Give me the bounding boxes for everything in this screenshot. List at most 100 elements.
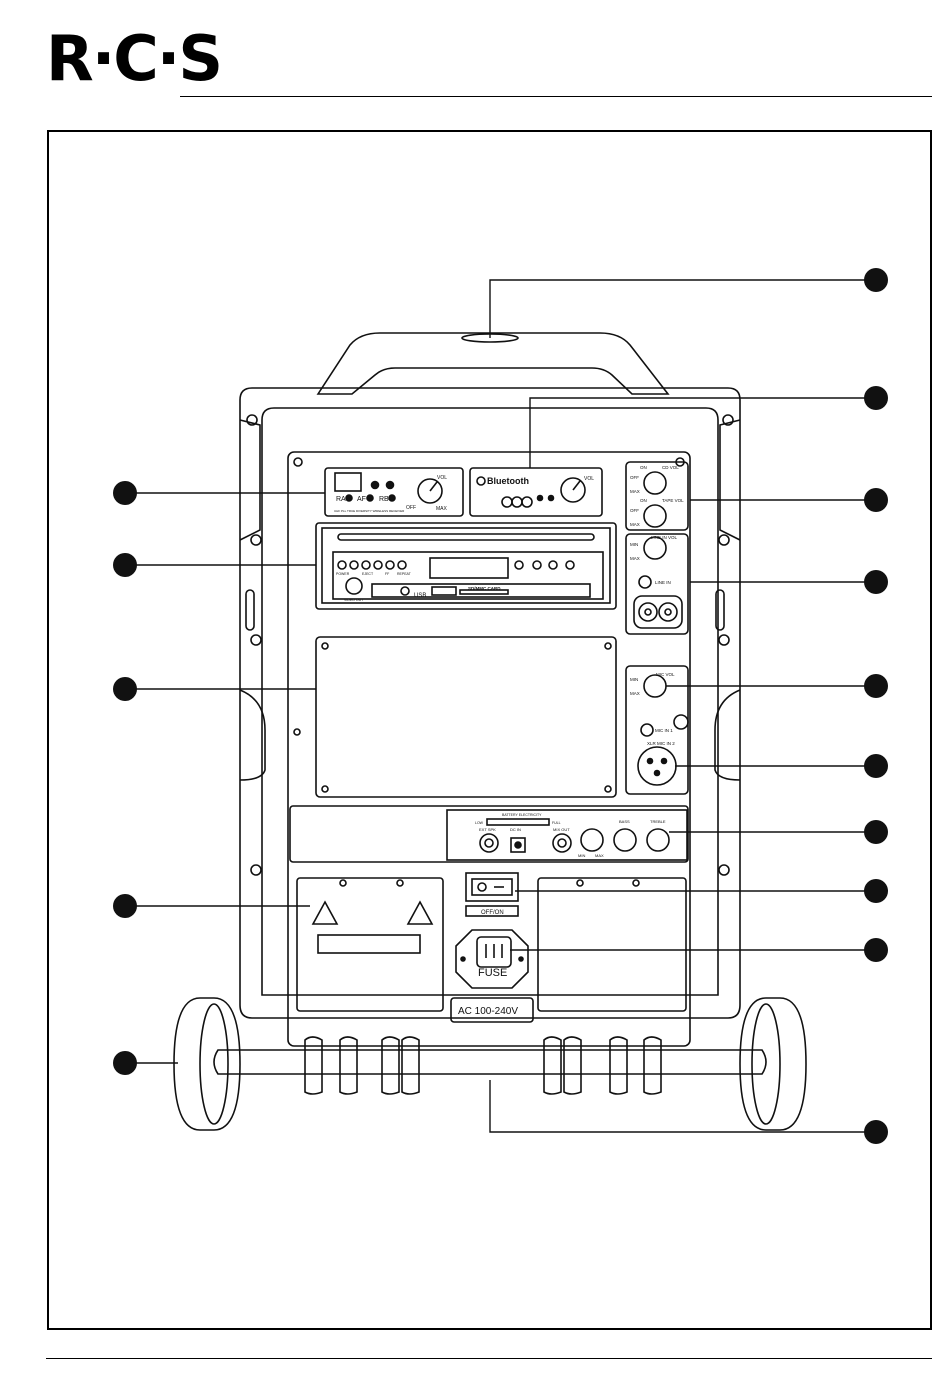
callout-marker [113,1051,137,1075]
carry-handle [316,332,670,395]
callout-marker [864,938,888,962]
mic-in-1-jack[interactable] [640,723,654,737]
line-in-label: LINE IN [655,580,671,585]
callout-marker [113,553,137,577]
control-panel [287,451,691,1047]
right-wheel [739,997,807,1131]
cd-on-label: ON [640,465,647,470]
tape-max-label: MAX [630,522,640,527]
uhf-off-label: OFF [406,505,416,511]
tape-vol-label: TAPE VOL [662,498,684,503]
line-in-box [625,533,689,635]
af-label: AF [357,496,366,503]
master-max-label: MAX [595,853,604,858]
rb-label: RB [379,496,389,503]
dc-in-jack[interactable] [510,837,526,853]
treble-knob[interactable] [646,828,670,852]
cd-player-module [315,522,617,610]
cd-max-label: MAX [630,489,640,494]
rca-left-jack[interactable] [638,602,658,622]
callout-marker [864,674,888,698]
ext-spk-label: EXT SPK [479,827,496,832]
master-vol-knob[interactable] [580,828,604,852]
battery-full-label: FULL [552,821,561,825]
line-in-vol-knob[interactable] [643,536,667,560]
cabinet-outer [239,387,741,1019]
uhf-vol-label: VOL [437,475,447,481]
tape-off-label: OFF [630,508,639,513]
bass-knob[interactable] [613,828,637,852]
rcs-logo: R·C·S [46,22,223,95]
callout-marker [864,488,888,512]
mic-max-label: MAX [630,691,640,696]
battery-indicator [486,818,550,826]
tape-on-label: ON [640,498,647,503]
footer-rule [46,1358,932,1359]
mic-min-label: MIN [630,677,638,682]
bluetooth-vol-knob[interactable] [560,477,586,503]
mix-out-jack[interactable] [552,833,572,853]
uhf-receiver-label: UHF PLL TRUE DIVERSITY WIRELESS RECEIVER [334,509,405,513]
battery-low-label: LOW [475,821,484,825]
callout-marker [864,386,888,410]
battery-label: BATTERY ELECTRICITY [502,813,542,817]
xlr-mic-in-2-label: XLR MIC IN 2 [647,741,675,746]
tape-vol-knob[interactable] [643,504,667,528]
cd-off-label: OFF [630,475,639,480]
cd-slot [337,533,595,541]
callout-marker [113,481,137,505]
callout-marker [864,1120,888,1144]
battery-compartment-right [537,877,687,1012]
blank-module-plate [315,636,617,798]
battery-compartment-left [296,877,444,1012]
callout-marker [113,677,137,701]
bluetooth-module [469,467,603,517]
treble-label: TREBLE [650,819,666,824]
bottom-control-strip [289,805,689,863]
mic-vol-label: MIC VOL [656,672,675,677]
trolley-bar [213,1049,767,1075]
uhf-receiver-module [324,467,464,517]
ac-inlet-fuse[interactable] [455,929,529,989]
cabinet-inner [261,407,719,996]
usb-label: USB [414,593,426,599]
left-wheel [173,997,241,1131]
sd-card-label: SD/MMC CARD [468,586,501,591]
line-in-min-label: MIN [630,542,638,547]
ff-button-label: FF [385,572,389,576]
dc-in-label: DC IN [510,827,521,832]
callout-marker [864,820,888,844]
line-in-jack[interactable] [638,575,652,589]
line-in-vol-label: LINE IN VOL [651,535,678,540]
callout-marker [113,894,137,918]
bluetooth-label: Bluetooth [487,476,529,486]
cd-tape-vol-box [625,461,689,531]
bt-vol-label: VOL [584,476,594,482]
mic-input-box [625,665,689,795]
master-min-label: MIN [578,853,585,858]
callout-marker [864,570,888,594]
mic-in-1-label: MIC IN 1 [655,728,673,733]
rca-right-jack[interactable] [658,602,678,622]
ac-voltage-label: AC 100-240V [458,1006,518,1017]
line-in-max-label: MAX [630,556,640,561]
mic-vol-knob[interactable] [643,674,667,698]
cd-vol-knob[interactable] [643,471,667,495]
uhf-vol-knob[interactable] [417,478,443,504]
callout-marker [864,268,888,292]
eject-button-label: EJECT [362,572,374,576]
mix-out-label: MIX OUT [553,827,570,832]
video-out-label: VIDEO OUT [344,598,364,602]
header-rule [180,96,932,97]
video-out-jack[interactable] [345,577,363,595]
ext-spk-jack[interactable] [479,833,499,853]
xlr-mic-in-2-jack[interactable] [637,746,677,786]
power-button-label: POWER [336,572,350,576]
callout-marker [864,879,888,903]
repeat-button-label: REPEAT [397,572,412,576]
power-switch[interactable] [465,872,519,902]
uhf-max-label: MAX [436,506,448,512]
callout-marker [864,754,888,778]
ra-label: RA [336,496,346,503]
